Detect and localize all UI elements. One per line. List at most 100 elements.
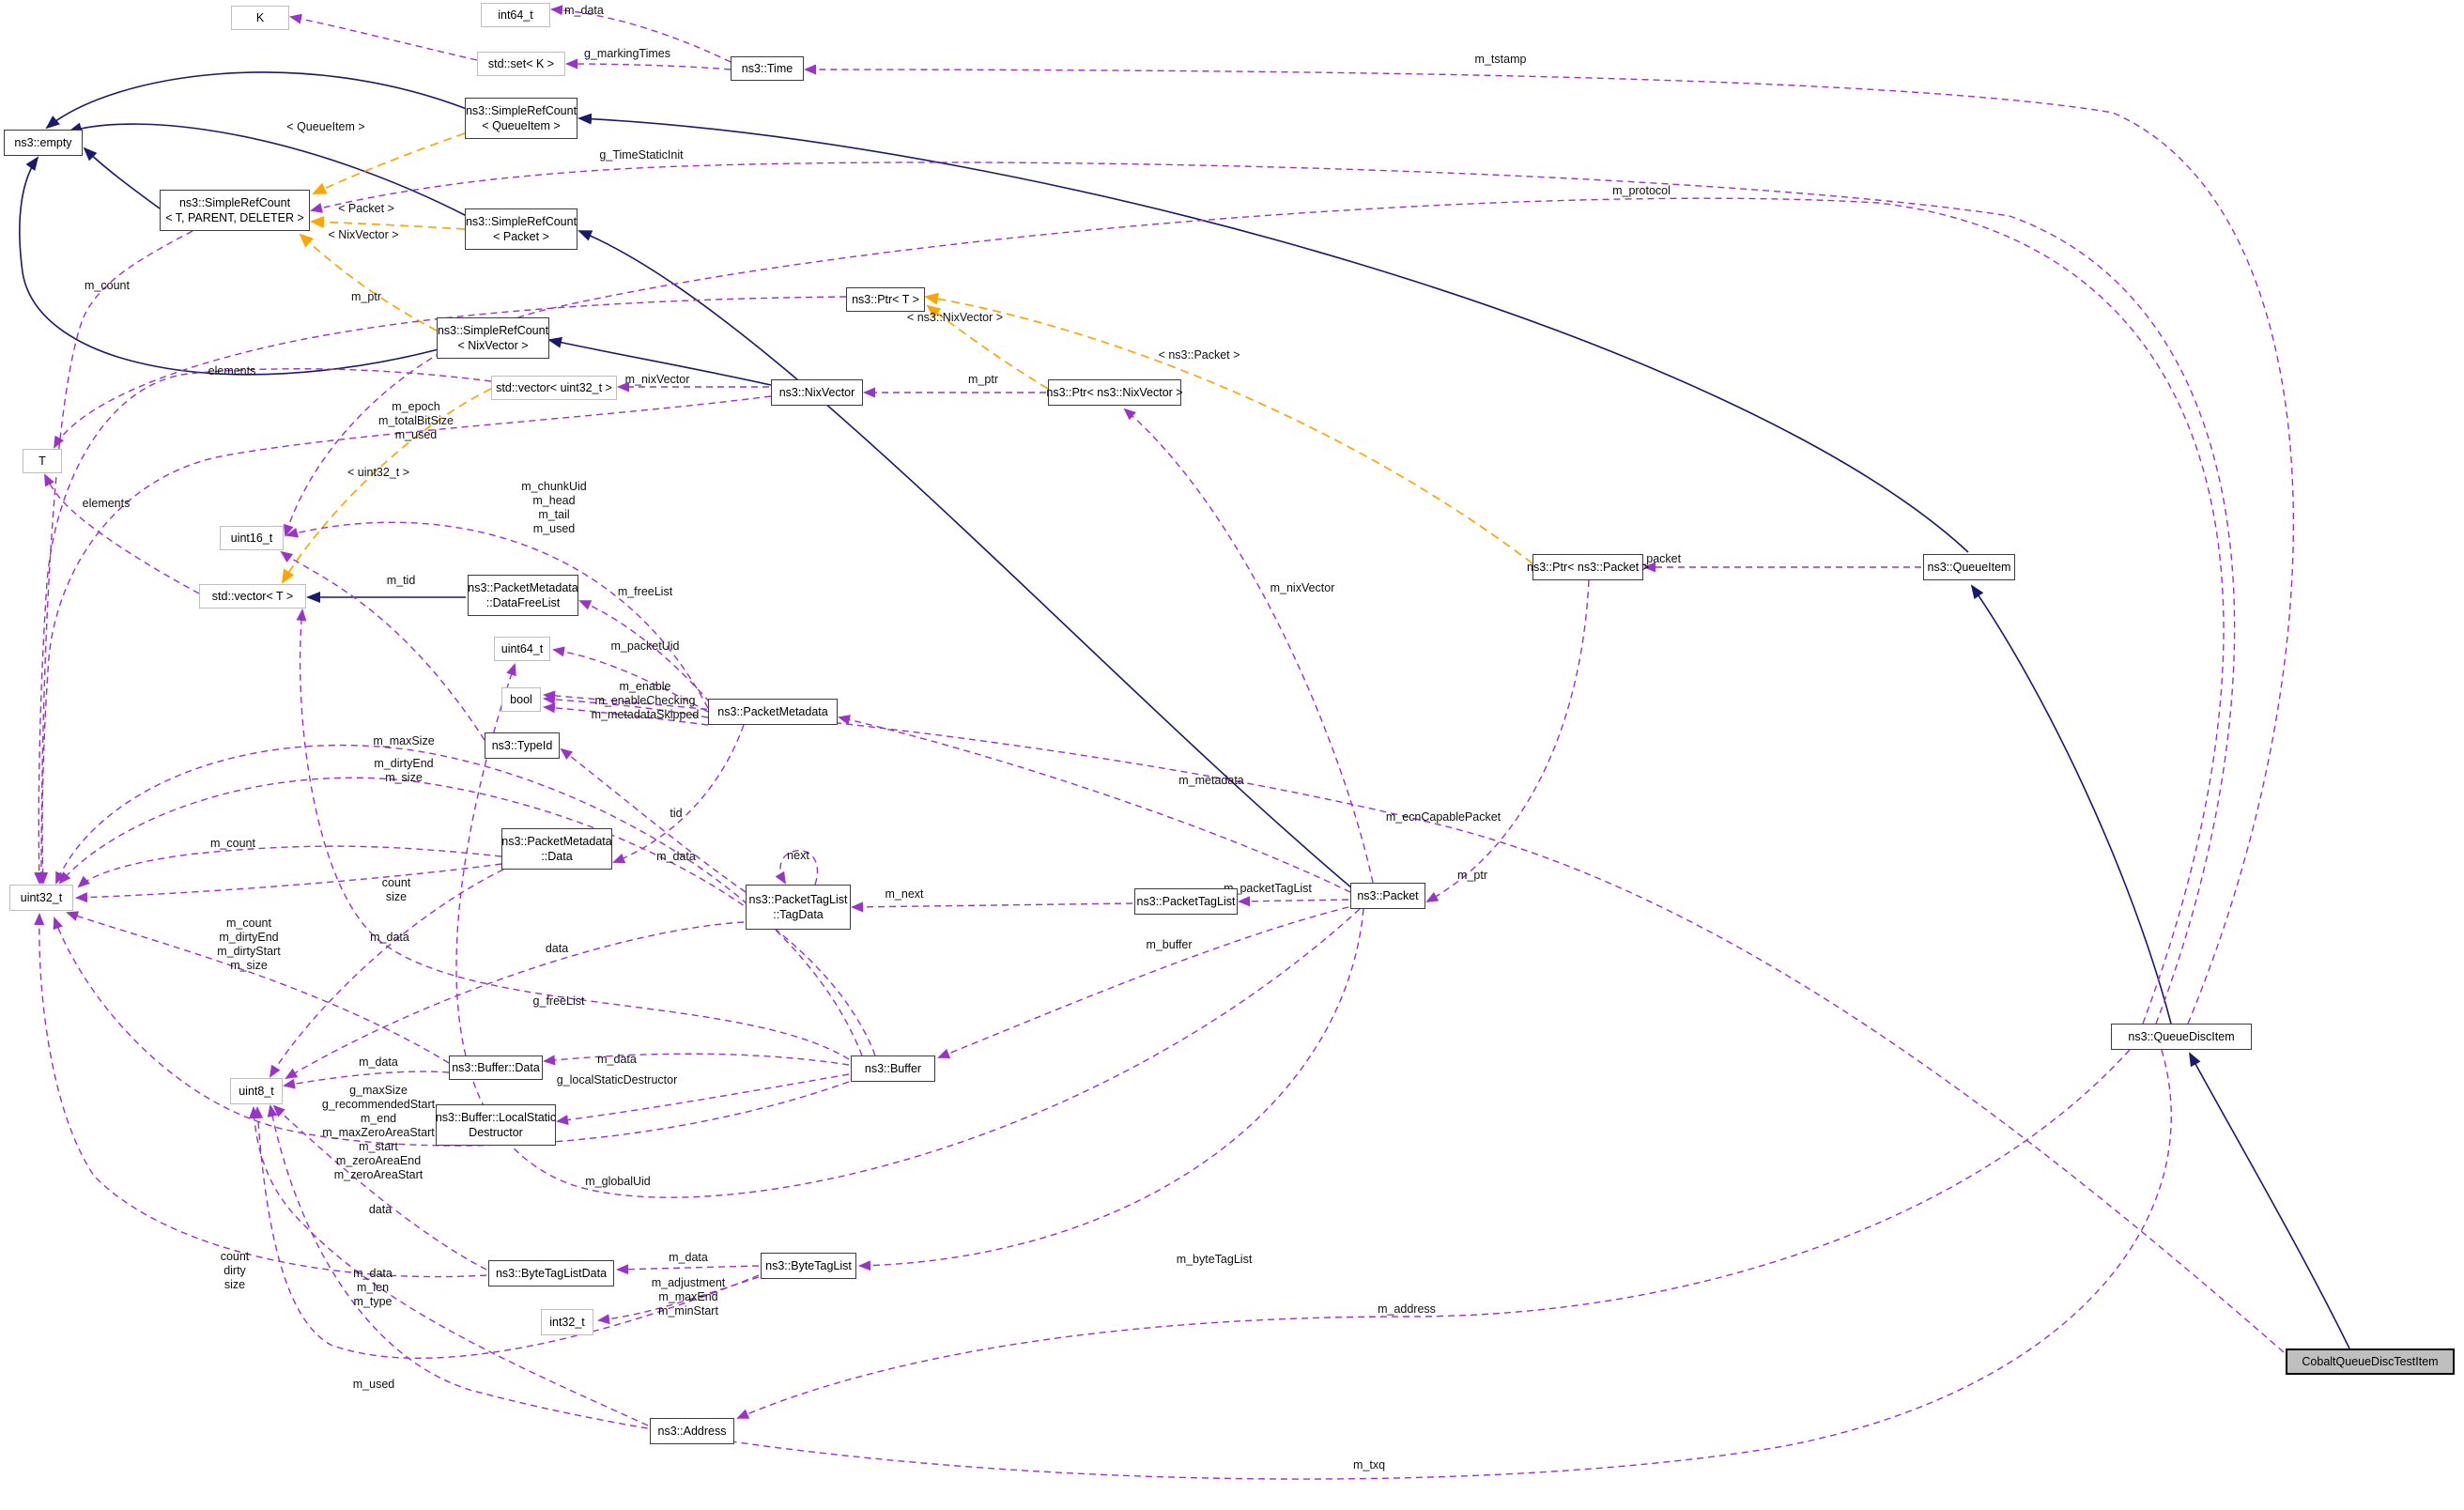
edge-ptrpacket-to-packet [1425, 579, 1590, 902]
edge-packet-to-btl [858, 908, 1364, 1271]
edge-label-m_packettaglist: m_packetTagList [1224, 882, 1312, 895]
node-int64[interactable]: int64_t [481, 3, 550, 27]
edge-label-m_globaluid: m_globalUid [585, 1175, 651, 1188]
node-srcnix[interactable]: ns3::SimpleRefCount< NixVector > [437, 317, 549, 359]
edge-bufdata-to-u32 [66, 911, 450, 1064]
edge-setk-to-k [289, 13, 478, 61]
node-vect[interactable]: std::vector< T > [199, 584, 306, 609]
edge-label-m_next: m_next [885, 887, 924, 901]
edge-qdi-to-addr [736, 1049, 2131, 1419]
edge-pmd-to-bool [543, 694, 709, 718]
edge-label-tpl_nixvector: < NixVector > [328, 228, 399, 241]
node-freelist[interactable]: ns3::PacketMetadata::DataFreeList [468, 575, 578, 616]
node-vecu32[interactable]: std::vector< uint32_t > [491, 376, 617, 400]
node-srctpd[interactable]: ns3::SimpleRefCount< T, PARENT, DELETER … [160, 190, 310, 231]
edge-label-tpl_u32: < uint32_t > [346, 466, 410, 479]
node-ptl[interactable]: ns3::PacketTagList [1134, 888, 1238, 915]
node-cobalt[interactable]: CobaltQueueDiscTestItem [2286, 1348, 2455, 1375]
node-nixvector[interactable]: ns3::NixVector [771, 379, 863, 406]
edge-btl-to-i32 [597, 1276, 760, 1325]
edge-time-to-setk [565, 58, 732, 70]
node-u64[interactable]: uint64_t [494, 637, 550, 661]
edge-label-m_tid: m_tid [386, 574, 416, 587]
node-addr[interactable]: ns3::Address [650, 1418, 734, 1444]
edge-qdi-to-queueitem [1970, 584, 2172, 1025]
edge-buffer-to-vect [296, 609, 850, 1060]
node-bool[interactable]: bool [501, 687, 541, 712]
edge-qdi-to-u8 [267, 1049, 2172, 1480]
edge-label-m_ptr_pkt: m_ptr [1457, 869, 1487, 882]
edge-tagdata-to-typeid [560, 747, 747, 893]
node-qdi[interactable]: ns3::QueueDiscItem [2111, 1024, 2252, 1050]
edge-label-elements_t: elements [82, 497, 131, 510]
edge-cobalt-to-qdi [2189, 1052, 2350, 1349]
edge-label-m_count_one: m_count [210, 837, 255, 850]
node-ptrt[interactable]: ns3::Ptr< T > [846, 287, 925, 312]
node-queueitem[interactable]: ns3::QueueItem [1923, 554, 2015, 580]
node-u8[interactable]: uint8_t [230, 1078, 283, 1104]
edge-pmd-to-freelist [578, 600, 711, 703]
node-srcpacket[interactable]: ns3::SimpleRefCount< Packet > [465, 208, 578, 250]
node-ptrpacket[interactable]: ns3::Ptr< ns3::Packet > [1527, 554, 1649, 580]
edge-qdi-to-srctpd [310, 162, 2236, 1025]
edge-label-elements_u32: elements [208, 364, 256, 378]
node-setk[interactable]: std::set< K > [477, 52, 565, 76]
edge-qdi-to-u16 [284, 197, 2225, 1025]
node-srcqueueitem[interactable]: ns3::SimpleRefCount< QueueItem > [465, 98, 578, 139]
node-u16[interactable]: uint16_t [220, 526, 284, 550]
edge-packet-to-buffer [937, 906, 1349, 1059]
edge-label-m_data_buf: m_data [597, 1053, 637, 1066]
node-pmdata[interactable]: ns3::PacketMetadata::Data [501, 828, 612, 870]
node-bufdata[interactable]: ns3::Buffer::Data [449, 1055, 543, 1080]
node-k[interactable]: K [231, 6, 289, 30]
edge-srcpacket-to-empty [68, 122, 468, 217]
edge-label-m_data_time: m_data [564, 4, 604, 17]
edge-nixvector-to-srcnix [547, 336, 772, 386]
node-t[interactable]: T [23, 449, 62, 473]
node-i32[interactable]: int32_t [541, 1309, 593, 1335]
edge-label-next: next [787, 849, 809, 862]
node-packet[interactable]: ns3::Packet [1350, 883, 1425, 909]
edge-vect-to-t [44, 473, 200, 594]
node-ptrnix[interactable]: ns3::Ptr< ns3::NixVector > [1046, 379, 1183, 406]
edge-ptrpacket-to-ptrt [924, 292, 1533, 564]
edge-tagdata-to-u8 [285, 921, 745, 1080]
node-pmd[interactable]: ns3::PacketMetadata [708, 699, 838, 725]
node-typeid[interactable]: ns3::TypeId [485, 732, 560, 759]
edge-label-tpl_ptr_nixvector: < ns3::NixVector > [906, 311, 1004, 324]
edge-label-m_ptr_t: m_ptr [351, 290, 381, 303]
edge-label-g_freelist: g_freeList [532, 994, 585, 1008]
edge-label-g_TimeStaticInit: g_TimeStaticInit [599, 148, 684, 162]
edge-label-m_buffer: m_buffer [1146, 938, 1193, 951]
edge-label-m_freelist: m_freeList [617, 585, 673, 598]
node-btld[interactable]: ns3::ByteTagListData [488, 1260, 614, 1287]
node-tagdata[interactable]: ns3::PacketTagList::TagData [746, 885, 851, 930]
node-empty[interactable]: ns3::empty [4, 130, 83, 156]
edge-time-to-int64 [550, 5, 732, 63]
edge-ptrt-to-t [54, 296, 847, 449]
edge-label-m_tstamp: m_tstamp [1474, 53, 1527, 66]
edge-pmd-to-pmdata [612, 724, 745, 864]
node-btl[interactable]: ns3::ByteTagList [761, 1253, 856, 1279]
edge-label-data_btld: data [368, 1203, 393, 1216]
node-u32[interactable]: uint32_t [9, 885, 73, 911]
edge-label-m_txq: m_txq [1352, 1458, 1386, 1471]
edge-nixvector-to-u32 [38, 395, 772, 885]
edge-packet-to-u64 [455, 663, 1361, 1198]
node-time[interactable]: ns3::Time [731, 56, 804, 81]
edge-label-m_data_u8a: m_data [370, 931, 409, 944]
node-buffer[interactable]: ns3::Buffer [851, 1055, 935, 1082]
edge-packet-to-ptl [1238, 896, 1349, 907]
edge-label-m_ecncapable: m_ecnCapablePacket [1385, 810, 1502, 824]
edge-buffer-to-bufdata [543, 1053, 850, 1066]
edge-btld-to-u8 [272, 1104, 487, 1271]
edge-label-tpl_packet: < Packet > [338, 202, 394, 215]
